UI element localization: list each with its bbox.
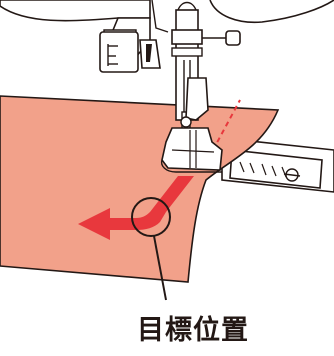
seam-guide-line [212, 99, 241, 151]
fabric-piece [0, 95, 280, 283]
target-position-label: 目標位置 [137, 315, 249, 346]
presser-foot [160, 77, 223, 173]
machine-head [0, 0, 334, 73]
direction-arrow-icon [78, 176, 194, 240]
target-circle-icon [131, 197, 171, 301]
